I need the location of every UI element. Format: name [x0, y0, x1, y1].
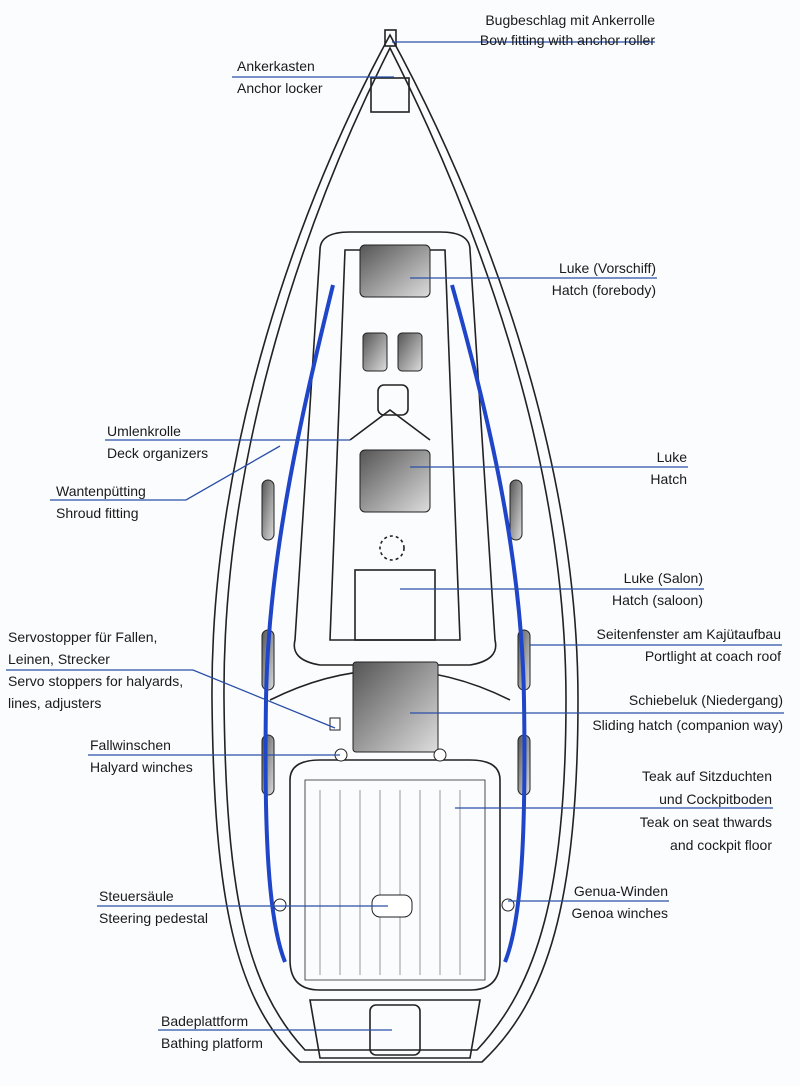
- label-en: Portlight at coach roof: [644, 648, 781, 664]
- stern-platform: [309, 999, 481, 1059]
- label-sliding-hatch: Schiebeluk (Niedergang) Sliding hatch (c…: [592, 688, 783, 738]
- label-de: Luke (Vorschiff): [558, 260, 656, 276]
- label-portlight: Seitenfenster am Kajütaufbau Portlight a…: [597, 623, 781, 667]
- label-de: Ankerkasten: [237, 58, 315, 74]
- label-en: Bathing platform: [161, 1035, 263, 1051]
- label-genoa-winches: Genua-Winden Genoa winches: [571, 880, 668, 924]
- label-en: Teak on seat thwards: [639, 814, 772, 830]
- label-bathing-platform: Badeplattform Bathing platform: [161, 1010, 263, 1054]
- label-en: Genoa winches: [571, 905, 668, 921]
- bow-fitting: [384, 29, 397, 47]
- label-de: und Cockpitboden: [659, 791, 772, 807]
- label-en: Hatch (saloon): [611, 592, 703, 608]
- label-hatch-forebody: Luke (Vorschiff) Hatch (forebody): [552, 257, 656, 301]
- label-de: Schiebeluk (Niedergang): [628, 692, 783, 708]
- label-teak: Teak auf Sitzduchten und Cockpitboden Te…: [640, 765, 772, 857]
- label-de: Leinen, Strecker: [8, 651, 110, 667]
- label-en: Hatch: [650, 471, 687, 487]
- label-en: Servo stoppers for halyards,: [8, 673, 184, 689]
- label-hatch-saloon: Luke (Salon) Hatch (saloon): [612, 567, 703, 611]
- hatch-mid: [359, 449, 431, 513]
- label-en: Shroud fitting: [56, 505, 139, 521]
- label-de: Umlenkrolle: [107, 423, 181, 439]
- label-en: Anchor locker: [237, 80, 323, 96]
- label-deck-organizers: Umlenkrolle Deck organizers: [107, 420, 208, 464]
- rail-starboard: [450, 284, 527, 963]
- sliding-hatch: [352, 661, 439, 753]
- label-en: Steering pedestal: [99, 910, 208, 926]
- label-de: Bugbeschlag mit Ankerrolle: [485, 12, 655, 28]
- label-en: and cockpit floor: [670, 837, 772, 853]
- label-hatch: Luke Hatch: [650, 446, 687, 490]
- anchor-locker: [370, 77, 410, 113]
- leader-servo-stoppers: [6, 669, 336, 729]
- label-steering-pedestal: Steuersäule Steering pedestal: [99, 885, 208, 929]
- label-en: Deck organizers: [107, 445, 209, 461]
- leader-shroud-fitting: [50, 445, 281, 501]
- label-en: Halyard winches: [90, 759, 193, 775]
- label-en: Bow fitting with anchor roller: [479, 32, 655, 48]
- label-de: Servostopper für Fallen,: [8, 629, 158, 645]
- label-en: lines, adjusters: [8, 695, 102, 711]
- label-shroud-fitting: Wantenpütting Shroud fitting: [56, 480, 146, 524]
- label-de: Fallwinschen: [90, 737, 171, 753]
- label-servo-stoppers: Servostopper für Fallen, Leinen, Strecke…: [8, 626, 183, 714]
- label-de: Steuersäule: [99, 888, 174, 904]
- coach-roof: [293, 231, 497, 666]
- hull-inner: [223, 46, 567, 1051]
- label-anchor-locker: Ankerkasten Anchor locker: [237, 55, 323, 99]
- label-de: Seitenfenster am Kajütaufbau: [596, 626, 781, 642]
- label-de: Genua-Winden: [573, 883, 668, 899]
- label-bow-fitting: Bugbeschlag mit Ankerrolle Bow fitting w…: [480, 9, 655, 51]
- label-de: Luke (Salon): [623, 570, 703, 586]
- rail-port: [263, 284, 335, 963]
- label-de: Teak auf Sitzduchten: [642, 768, 772, 784]
- hull-outline: [211, 33, 579, 1063]
- label-halyard-winches: Fallwinschen Halyard winches: [90, 734, 193, 778]
- hatch-forebody: [359, 244, 431, 298]
- label-de: Luke: [656, 449, 687, 465]
- label-de: Badeplattform: [161, 1013, 249, 1029]
- cockpit-floor: [304, 779, 486, 981]
- cabin-top: [329, 249, 461, 641]
- label-en: Hatch (forebody): [551, 282, 656, 298]
- label-en: Sliding hatch (companion way): [592, 717, 783, 733]
- label-de: Wantenpütting: [56, 483, 146, 499]
- cockpit: [289, 759, 501, 991]
